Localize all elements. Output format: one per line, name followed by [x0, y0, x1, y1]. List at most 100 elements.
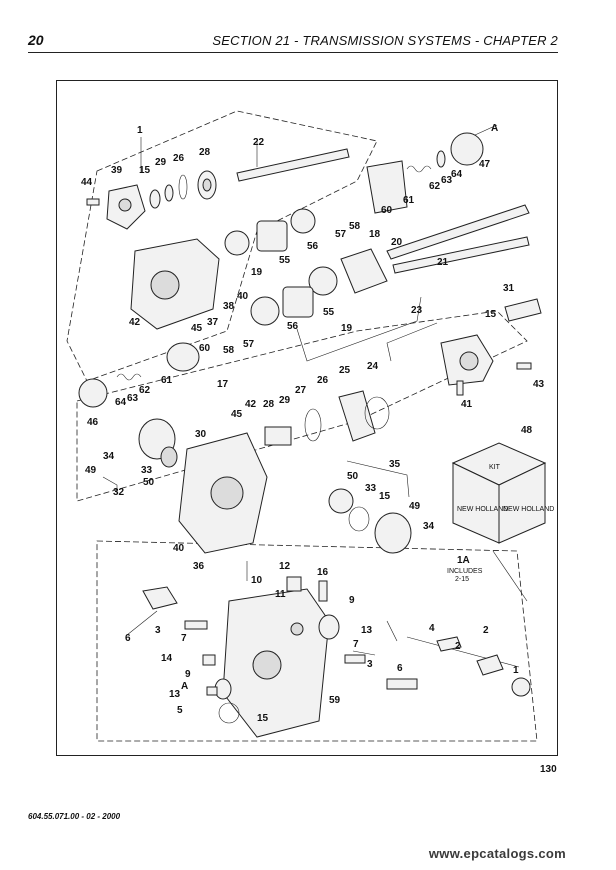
callout-18: 18 [369, 229, 381, 240]
callout-50c: 50 [347, 471, 359, 482]
callout-64b: 64 [115, 397, 127, 408]
pump-group-outline [66, 110, 378, 382]
callout-58b: 58 [223, 345, 235, 356]
callout-40c: 40 [173, 543, 185, 554]
callout-61b: 61 [161, 375, 173, 386]
callout-57: 57 [335, 229, 347, 240]
plate-19b [308, 266, 338, 296]
callout-7b: 7 [353, 639, 359, 650]
callout-3b: 3 [367, 659, 373, 670]
callout-38: 38 [223, 301, 235, 312]
callout-15: 15 [139, 165, 151, 176]
cover-49 [374, 512, 412, 554]
callout-42c: 42 [245, 399, 257, 410]
callout-55: 55 [279, 255, 291, 266]
plate-25 [338, 390, 376, 442]
note-1a-ref: 1A [457, 555, 470, 566]
cap-1 [511, 677, 531, 697]
callout-6b: 6 [397, 663, 403, 674]
callout-5: 4 [429, 623, 435, 634]
section-title: SECTION 21 - TRANSMISSION SYSTEMS - CHAP… [212, 33, 558, 48]
pin-41 [456, 380, 464, 396]
callout-59: 59 [329, 695, 341, 706]
watermark-link[interactable]: www.epcatalogs.com [428, 846, 566, 861]
callout-56: 56 [307, 241, 319, 252]
callout-63: 63 [441, 175, 453, 186]
bearing-60 [166, 342, 200, 372]
callout-45c: 45 [231, 409, 243, 420]
exploded-view-illustration: 1 22 28 26 29 15 39 44 A 47 64 63 62 61 … [66, 110, 554, 742]
callout-15b: 15 [257, 713, 269, 724]
spring-5 [436, 636, 462, 652]
callout-50: 50 [143, 477, 155, 488]
ring-8 [218, 702, 240, 724]
callout-14: 14 [161, 653, 173, 664]
bolt-44 [86, 198, 100, 206]
end-plate-46 [78, 378, 108, 408]
callout-62b: 62 [139, 385, 151, 396]
callout-21: 21 [437, 257, 449, 268]
shaft-22 [236, 148, 350, 182]
cylinder-block-55 [256, 220, 288, 252]
kit-brand-right: NEW HOLLAND [503, 506, 554, 513]
callout-63b: 63 [127, 393, 139, 404]
ring-33b [348, 506, 370, 532]
callout-29: 29 [155, 157, 167, 168]
callout-10: 10 [251, 575, 263, 586]
bolt-43 [516, 362, 532, 370]
callout-36: 36 [193, 561, 205, 572]
callout-45: 45 [191, 323, 203, 334]
adapter-31 [504, 298, 542, 322]
spool-9b [318, 614, 340, 640]
ring-26 [178, 174, 188, 200]
valve-group-outline [96, 540, 538, 742]
plunger-6b [386, 678, 418, 690]
callout-25: 25 [339, 365, 351, 376]
screw-12 [286, 576, 302, 592]
callout-30: 30 [195, 429, 207, 440]
callout-20: 20 [391, 237, 403, 248]
callout-34: 34 [103, 451, 115, 462]
plug-13 [206, 686, 218, 696]
callout-32: 32 [113, 487, 125, 498]
callout-49c: 49 [409, 501, 421, 512]
note-1a-line1: INCLUDES [447, 568, 483, 575]
callout-8: 5 [177, 705, 183, 716]
shaft-20 [392, 236, 530, 274]
pin-3 [344, 654, 366, 664]
valve-plate-56 [290, 208, 316, 234]
callout-37: 37 [207, 317, 219, 328]
document-reference: 604.55.071.00 - 02 - 2000 [28, 812, 121, 821]
figure-number: 130 [540, 764, 557, 775]
callout-24: 24 [367, 361, 379, 372]
callout-9: 9 [349, 595, 355, 606]
ring-29 [164, 184, 174, 202]
callout-11: 11 [275, 589, 286, 600]
spring-lower [116, 373, 142, 381]
callout-1: 1 [137, 125, 143, 136]
plug-14 [202, 654, 216, 666]
page-number: 20 [28, 32, 44, 48]
callout-9b: 9 [185, 669, 191, 680]
callout-48: 48 [521, 425, 533, 436]
callout-46: 46 [87, 417, 99, 428]
callout-42: 42 [129, 317, 141, 328]
motor-group-outline [76, 310, 528, 502]
callout-22: 22 [253, 137, 265, 148]
page-header: 20 SECTION 21 - TRANSMISSION SYSTEMS - C… [28, 30, 558, 54]
kit-label: KIT [489, 464, 501, 471]
shaft-21 [386, 204, 530, 260]
callout-13: 13 [361, 625, 373, 636]
callout-35: 35 [389, 459, 401, 470]
callout-12: 12 [279, 561, 291, 572]
callout-61: 61 [403, 195, 415, 206]
ring-27 [304, 408, 322, 442]
callout-2: 2 [483, 625, 489, 636]
callout-27: 27 [295, 385, 307, 396]
callout-6: 6 [125, 633, 131, 644]
callout-26c: 26 [317, 375, 329, 386]
kit-48 [451, 442, 547, 544]
callout-47: 47 [479, 159, 491, 170]
header-divider [28, 52, 558, 53]
callout-57b: 57 [243, 339, 255, 350]
